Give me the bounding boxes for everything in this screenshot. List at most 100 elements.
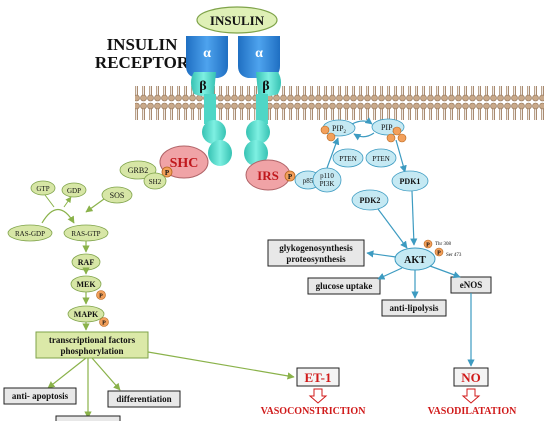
sh2-node: SH2 — [143, 172, 167, 190]
arrow-akt-to-glyko — [366, 250, 397, 258]
ser-label: Ser 473 — [446, 253, 462, 258]
svg-text:glucose uptake: glucose uptake — [316, 281, 373, 291]
mapk-phosphate: P — [99, 317, 109, 327]
arrow-pdk1-to-akt — [410, 190, 418, 246]
mapk-node: MAPK — [67, 305, 105, 323]
akt-phosphates: P P Thr 308 Ser 473 — [423, 239, 462, 258]
svg-text:p110: p110 — [320, 172, 334, 180]
svg-text:PDK1: PDK1 — [400, 177, 421, 186]
anti-lipolysis-box: anti-lipolysis — [381, 299, 447, 317]
pip-phosphates — [320, 125, 407, 143]
irs-label: IRS — [257, 168, 279, 183]
bottom-cutoff-box — [55, 415, 121, 421]
mek-phosphate: P — [96, 290, 106, 300]
vasoconstriction-label: VASOCONSTRICTION — [261, 406, 367, 417]
svg-text:GDP: GDP — [67, 187, 81, 195]
arrow-pi3k-to-pip — [326, 137, 340, 169]
alpha-left-label: α — [203, 46, 211, 61]
arrow-cycle-to-gdp — [63, 196, 72, 208]
insulin-label: INSULIN — [210, 13, 265, 28]
arrow-to-et1 — [147, 351, 295, 380]
arrow-to-differentiation — [91, 357, 121, 391]
title-line-1: INSULIN — [107, 35, 179, 54]
svg-text:p85: p85 — [303, 177, 314, 185]
insulin-receptor: α α β β — [186, 36, 281, 166]
beta-left-label: β — [199, 79, 206, 94]
et1-box: ET-1 — [296, 367, 340, 387]
svg-text:P: P — [288, 173, 293, 181]
svg-text:RAF: RAF — [78, 258, 95, 267]
vasodilatation-label: VASODILATATION — [428, 406, 518, 417]
svg-text:differentiation: differentiation — [116, 394, 171, 404]
anti-apoptosis-box: anti- apoptosis — [3, 387, 77, 405]
shc-label: SHC — [170, 156, 199, 171]
beta-right-label: β — [262, 79, 269, 94]
svg-text:PIP2: PIP2 — [332, 124, 347, 135]
svg-text:PTEN: PTEN — [339, 155, 357, 163]
svg-text:P: P — [99, 294, 103, 300]
akt-node: AKT — [394, 247, 436, 271]
arrow-pip3-to-pdk1 — [395, 139, 407, 173]
svg-text:P: P — [165, 169, 170, 177]
svg-text:AKT: AKT — [404, 255, 426, 266]
arrow-to-anti-apoptosis — [47, 357, 87, 389]
pi3k-complex: p85 p110 PI3K — [294, 167, 342, 193]
irs-node: IRS — [245, 159, 291, 191]
pdk2-node: PDK2 — [351, 189, 389, 211]
mek-node: MEK — [70, 275, 102, 293]
ras-gtp-node: RAS-GTP — [63, 224, 109, 242]
svg-text:phosphorylation: phosphorylation — [60, 346, 123, 356]
et1-down-arrow — [308, 388, 328, 404]
svg-text:PDK2: PDK2 — [360, 196, 381, 205]
grb2-node: GRB2 — [119, 160, 157, 180]
pdk1-node: PDK1 — [391, 170, 429, 192]
transcription-box: transcriptional factors phosphorylation — [35, 331, 149, 359]
pten-node-left: PTEN — [332, 148, 364, 168]
pten-node-right: PTEN — [365, 148, 397, 168]
svg-text:PTEN: PTEN — [372, 155, 390, 163]
svg-text:eNOS: eNOS — [460, 280, 483, 290]
svg-text:transcriptional factors: transcriptional factors — [49, 335, 136, 345]
svg-text:glykogenosynthesis: glykogenosynthesis — [279, 243, 353, 253]
ras-cycle-arc — [41, 208, 75, 224]
glyko-box: glykogenosynthesis proteosynthesis — [267, 239, 365, 267]
no-down-arrow — [461, 388, 481, 404]
arrow-pip3-to-pip2 — [353, 132, 375, 141]
svg-text:anti- apoptosis: anti- apoptosis — [12, 391, 69, 401]
svg-text:P: P — [437, 251, 441, 257]
arrow-akt-to-enos — [429, 265, 461, 279]
title-line-2: RECEPTOR — [95, 53, 190, 72]
gtp-node: GTP — [30, 180, 56, 196]
svg-text:SOS: SOS — [110, 191, 125, 200]
arrow-akt-to-glucose — [377, 267, 403, 280]
gdp-node: GDP — [61, 182, 87, 198]
svg-text:MAPK: MAPK — [74, 310, 99, 319]
sos-node: SOS — [101, 186, 133, 204]
svg-text:MEK: MEK — [76, 280, 96, 289]
differentiation-box: differentiation — [107, 390, 181, 408]
svg-text:SH2: SH2 — [149, 178, 162, 186]
svg-text:proteosynthesis: proteosynthesis — [286, 254, 346, 264]
svg-text:P: P — [426, 243, 430, 249]
arrow-pip2-to-pip3 — [351, 117, 373, 125]
thr-label: Thr 308 — [435, 242, 451, 247]
arrow-pdk2-to-akt — [377, 208, 408, 249]
svg-text:GRB2: GRB2 — [128, 166, 148, 175]
svg-text:RAS-GDP: RAS-GDP — [15, 230, 45, 238]
arrow-gtp-into-cycle — [44, 194, 55, 208]
alpha-right-label: α — [255, 46, 263, 61]
svg-text:PI3K: PI3K — [320, 180, 335, 188]
glucose-uptake-box: glucose uptake — [307, 277, 381, 295]
shc-phosphate: P — [161, 166, 173, 178]
raf-node: RAF — [71, 253, 101, 271]
ras-gdp-node: RAS-GDP — [7, 224, 53, 242]
arrow-sos-to-ras — [85, 198, 105, 213]
svg-text:P: P — [102, 321, 106, 327]
insulin-node: INSULIN — [196, 6, 278, 34]
svg-text:NO: NO — [461, 370, 481, 385]
svg-text:anti-lipolysis: anti-lipolysis — [389, 303, 439, 313]
svg-text:GTP: GTP — [36, 185, 49, 193]
no-box: NO — [453, 367, 489, 387]
irs-phosphate: P — [284, 170, 296, 182]
